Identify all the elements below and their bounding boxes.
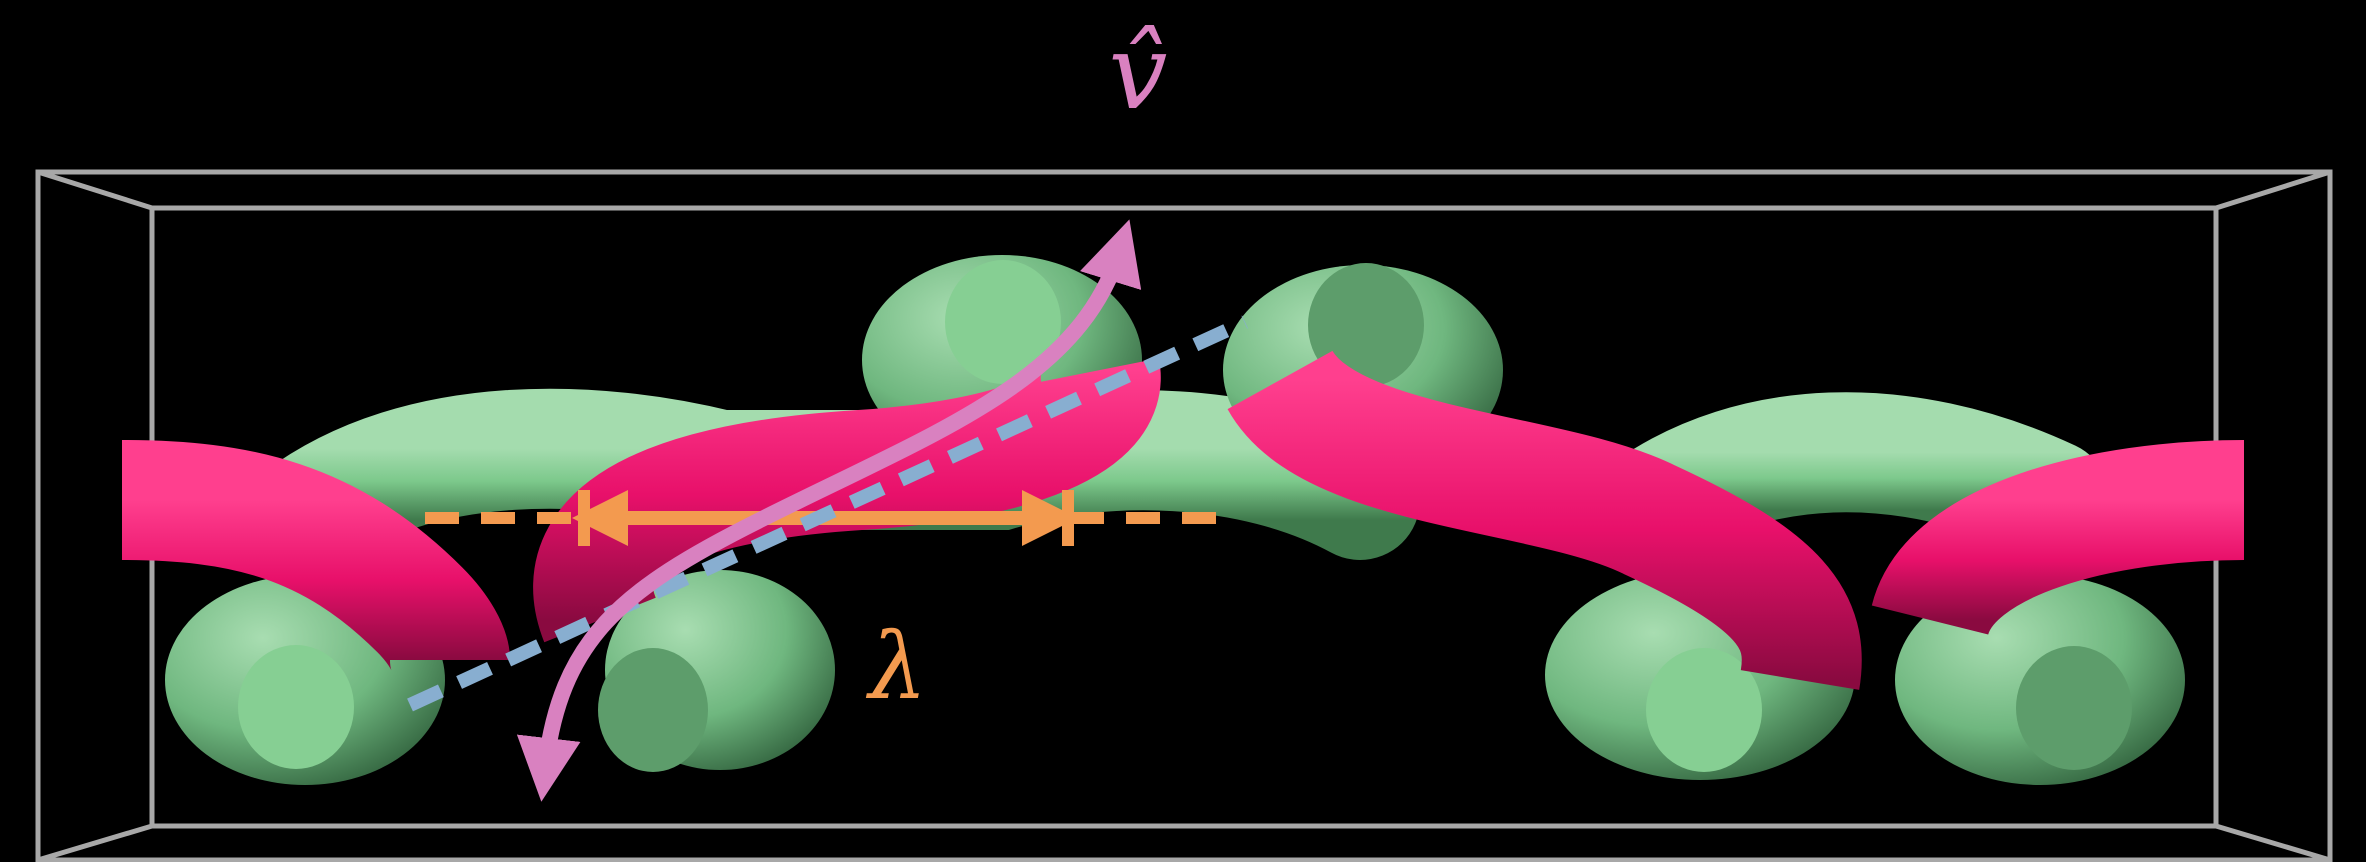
wavelength-label: λ bbox=[865, 613, 927, 720]
green-cap bbox=[238, 645, 354, 769]
green-cap bbox=[2016, 646, 2132, 770]
green-cap bbox=[598, 648, 708, 772]
direction-label: v̂ bbox=[1109, 11, 1168, 133]
green-tube bbox=[165, 255, 2185, 785]
